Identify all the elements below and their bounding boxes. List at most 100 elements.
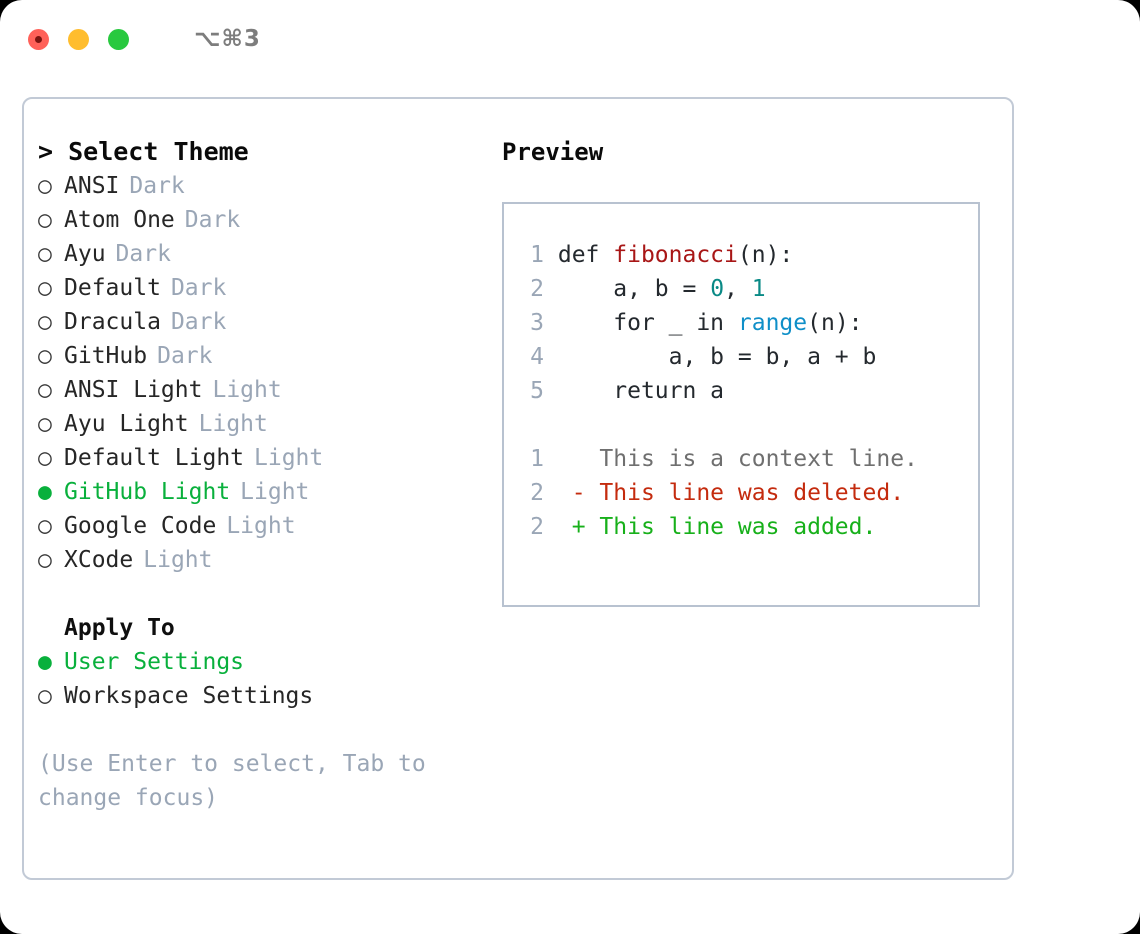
line-number: 2 — [530, 276, 544, 302]
code-token: fibonacci — [613, 242, 738, 268]
code-token: 0 — [710, 276, 725, 302]
theme-name-label: Ayu — [64, 241, 106, 267]
radio-unselected-icon[interactable]: ○ — [38, 173, 52, 199]
theme-list-item[interactable]: ○ Default Light Light — [38, 441, 498, 475]
diff-text: This is a context line. — [599, 446, 918, 472]
diff-marker: - — [571, 480, 600, 506]
apply-to-option[interactable]: ● User Settings — [38, 645, 498, 679]
code-token: def — [557, 242, 614, 268]
radio-unselected-icon[interactable]: ○ — [38, 241, 52, 267]
code-token: (n): — [807, 310, 863, 336]
diff-text: This line was deleted. — [599, 480, 905, 506]
radio-unselected-icon[interactable]: ○ — [38, 309, 52, 335]
radio-unselected-icon[interactable]: ○ — [38, 445, 52, 471]
radio-unselected-icon[interactable]: ○ — [38, 343, 52, 369]
diff-text: This line was added. — [599, 514, 877, 540]
diff-line: 2 + This line was added. — [522, 510, 978, 544]
radio-selected-icon[interactable]: ● — [38, 649, 52, 675]
code-gutter-space — [544, 378, 558, 404]
theme-category-tag: Light — [198, 411, 268, 437]
theme-category-tag: Dark — [184, 207, 241, 233]
theme-name-label: Default — [64, 275, 161, 301]
title-bar: ⌥⌘3 — [0, 0, 1140, 78]
code-diff-separator — [522, 408, 978, 442]
code-line: 1 def fibonacci(n): — [522, 238, 978, 272]
radio-selected-icon[interactable]: ● — [38, 479, 52, 505]
theme-category-tag: Dark — [170, 275, 227, 301]
theme-name-label: GitHub Light — [64, 479, 231, 505]
diff-marker: + — [571, 514, 600, 540]
radio-unselected-icon[interactable]: ○ — [38, 207, 52, 233]
line-number: 1 — [530, 242, 544, 268]
code-token: , — [724, 276, 752, 302]
radio-unselected-icon[interactable]: ○ — [38, 411, 52, 437]
keyboard-hint-text: (Use Enter to select, Tab to change focu… — [38, 751, 440, 811]
code-token: a, b = b, a + b — [557, 344, 877, 370]
diff-marker — [572, 446, 600, 472]
diff-sample: 1 This is a context line. 2 - This line w… — [522, 442, 978, 544]
line-number: 5 — [530, 378, 544, 404]
line-number: 2 — [530, 514, 544, 540]
theme-category-tag: Dark — [157, 343, 213, 369]
theme-list-item[interactable]: ○ ANSI Dark — [38, 169, 498, 203]
radio-unselected-icon[interactable]: ○ — [38, 377, 52, 403]
code-line: 2 a, b = 0, 1 — [522, 272, 978, 306]
code-token: for _ in — [557, 310, 738, 336]
radio-unselected-icon[interactable]: ○ — [38, 683, 52, 709]
theme-category-tag: Light — [240, 479, 310, 505]
code-gutter-space — [544, 344, 558, 370]
diff-gutter-space — [544, 514, 572, 540]
code-line: 4 a, b = b, a + b — [522, 340, 978, 374]
radio-unselected-icon[interactable]: ○ — [38, 547, 52, 573]
theme-category-tag: Dark — [129, 173, 185, 199]
radio-unselected-icon[interactable]: ○ — [38, 513, 52, 539]
theme-name-label: XCode — [64, 547, 134, 573]
radio-unselected-icon[interactable]: ○ — [38, 275, 52, 301]
theme-category-tag: Light — [212, 377, 282, 403]
theme-category-tag: Dark — [170, 309, 227, 335]
code-line: 3 for _ in range(n): — [522, 306, 978, 340]
keyboard-shortcut-label: ⌥⌘3 — [194, 26, 261, 52]
apply-to-label: Workspace Settings — [64, 683, 314, 709]
code-token: (n): — [737, 242, 794, 268]
minimize-button[interactable] — [68, 28, 89, 50]
window-controls — [28, 28, 148, 50]
preview-column: Preview 1 def fibonacci(n):2 a, b = 0, 1… — [502, 135, 1002, 607]
theme-name-label: Ayu Light — [64, 411, 189, 437]
code-gutter-space — [544, 242, 558, 268]
apply-to-label: User Settings — [64, 649, 245, 675]
code-token: a, b = — [557, 276, 711, 302]
theme-category-tag: Light — [254, 445, 324, 471]
theme-list-item[interactable]: ○ Ayu Light Light — [38, 407, 498, 441]
theme-list-item[interactable]: ○ ANSI Light Light — [38, 373, 498, 407]
code-token: range — [737, 310, 808, 336]
line-number: 1 — [530, 446, 544, 472]
theme-name-label: GitHub — [64, 343, 148, 369]
theme-name-label: ANSI — [64, 173, 120, 199]
apply-to-option[interactable]: ○ Workspace Settings — [38, 679, 498, 713]
theme-list-item[interactable]: ○ Default Dark — [38, 271, 498, 305]
code-token: return a — [557, 378, 725, 404]
theme-list-item[interactable]: ○ Ayu Dark — [38, 237, 498, 271]
theme-name-label: Default Light — [64, 445, 245, 471]
theme-category-tag: Dark — [115, 241, 171, 267]
code-gutter-space — [544, 276, 558, 302]
preview-title: Preview — [502, 138, 604, 166]
maximize-button[interactable] — [108, 28, 129, 50]
theme-name-label: ANSI Light — [64, 377, 203, 403]
close-button[interactable] — [28, 28, 49, 50]
theme-list-item[interactable]: ○ GitHub Dark — [38, 339, 498, 373]
line-number: 4 — [530, 344, 544, 370]
diff-gutter-space — [544, 480, 572, 506]
select-theme-header: > Select Theme — [38, 137, 249, 166]
theme-list-item[interactable]: ● GitHub Light Light — [38, 475, 498, 509]
code-token: 1 — [751, 276, 766, 302]
